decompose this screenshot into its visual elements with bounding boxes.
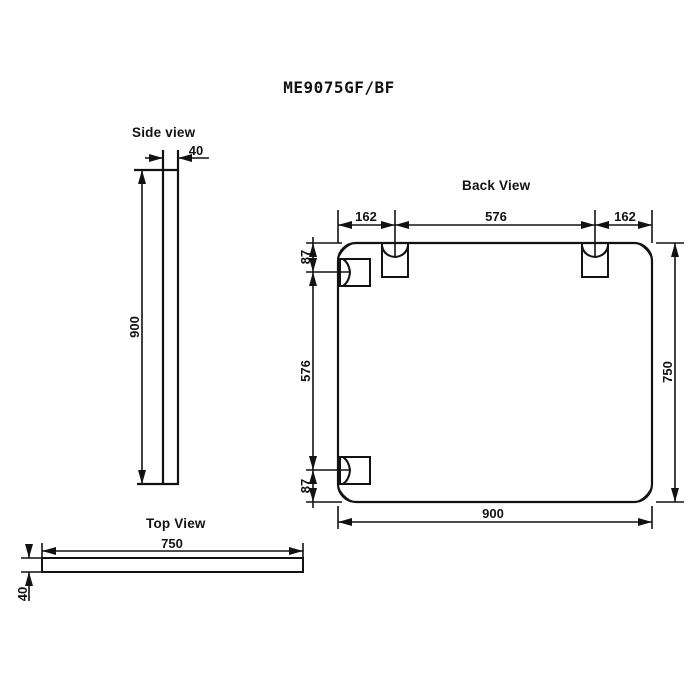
back-right-dimension: 750 [656, 242, 684, 503]
corner-arc-bottom-left [338, 484, 356, 502]
back-top-left-value: 162 [355, 209, 377, 224]
back-view: Back View [298, 178, 684, 529]
back-top-dimension: 162 576 162 [337, 209, 653, 257]
back-left-center-value: 576 [298, 360, 313, 382]
back-top-right-value: 162 [614, 209, 636, 224]
back-bottom-value: 900 [482, 506, 504, 521]
back-left-dimension: 87 576 87 [298, 237, 350, 508]
side-view-label: Side view [132, 125, 196, 140]
top-width-dimension: 750 [41, 536, 304, 558]
product-code: ME9075GF/BF [283, 78, 394, 97]
top-view-outline [41, 557, 304, 573]
side-thickness-dimension: 40 [145, 143, 209, 162]
back-view-label: Back View [462, 178, 531, 193]
top-view: Top View 750 40 [15, 516, 304, 601]
side-thickness-value: 40 [189, 143, 203, 158]
back-bottom-dimension: 900 [337, 506, 653, 529]
side-height-value: 900 [127, 316, 142, 338]
corner-arcs [338, 243, 652, 502]
top-view-label: Top View [146, 516, 206, 531]
mirror-outline [336, 241, 654, 504]
side-height-dimension: 900 [127, 170, 146, 484]
corner-arc-top-right [634, 243, 652, 261]
back-left-bottom-value: 87 [298, 479, 313, 493]
corner-arc-top-left [338, 243, 356, 261]
top-depth-value: 40 [15, 587, 30, 601]
back-left-top-value: 87 [298, 250, 313, 264]
side-view: Side view 40 900 [127, 125, 209, 486]
corner-arc-bottom-right [634, 484, 652, 502]
back-right-value: 750 [660, 361, 675, 383]
top-width-value: 750 [161, 536, 183, 551]
back-top-center-value: 576 [485, 209, 507, 224]
top-depth-dimension: 40 [15, 544, 42, 601]
